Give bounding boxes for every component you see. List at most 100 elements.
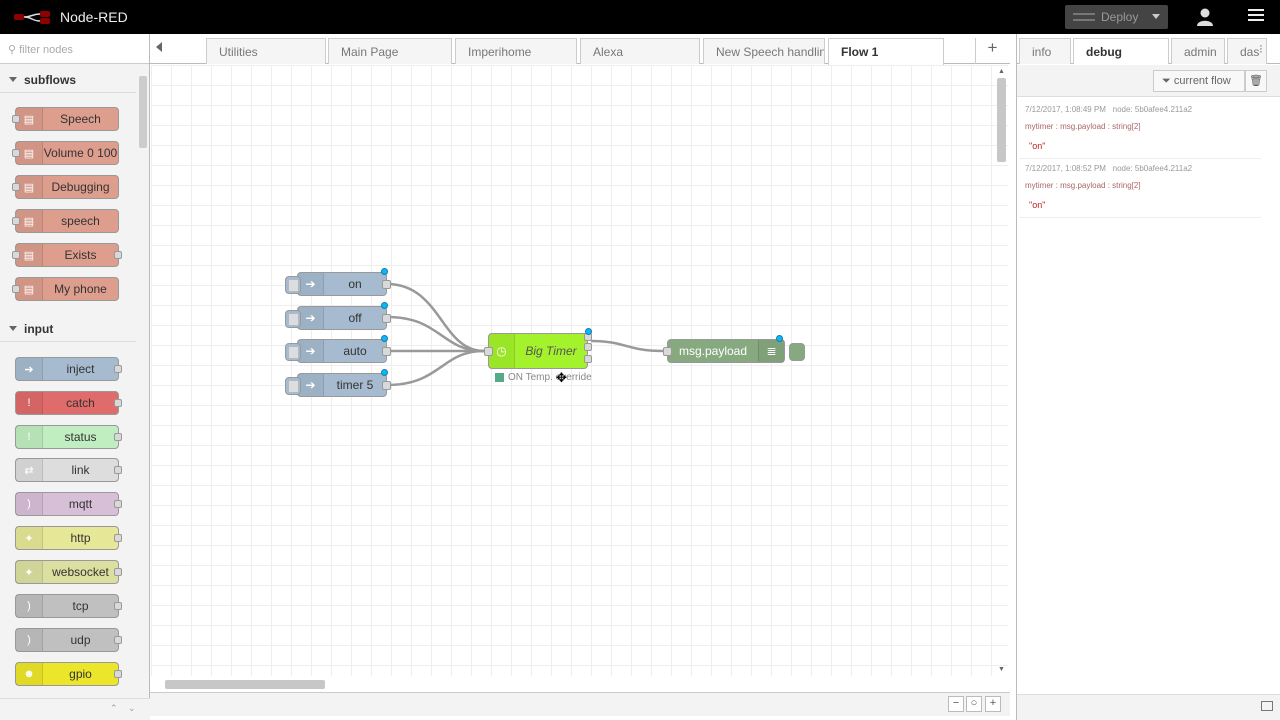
output-port[interactable] bbox=[382, 347, 391, 356]
tab-alexa[interactable]: Alexa bbox=[580, 38, 700, 64]
input-port bbox=[12, 285, 20, 293]
palette-node-http[interactable]: ✦http bbox=[15, 526, 122, 550]
sidebar-menu-icon[interactable]: ⁝ bbox=[1259, 42, 1263, 56]
clear-debug-button[interactable]: 🗑 bbox=[1245, 70, 1267, 92]
palette-node-link[interactable]: ⇄link bbox=[15, 458, 122, 482]
inject-node-off[interactable]: ➔off bbox=[285, 302, 391, 330]
output-port-3[interactable] bbox=[584, 355, 592, 363]
palette-node-websocket[interactable]: ✦websocket bbox=[15, 560, 122, 584]
popout-icon[interactable] bbox=[1261, 701, 1273, 711]
arrow-right-icon: ➔ bbox=[298, 273, 324, 295]
inject-node-label: off bbox=[348, 311, 362, 325]
node-palette: ⚲ filter nodes subflows ▤Speech ▤Volume 0 … bbox=[0, 34, 150, 720]
output-port[interactable] bbox=[382, 280, 391, 289]
inject-trigger-button[interactable] bbox=[285, 377, 301, 395]
palette-node-exists[interactable]: ▤Exists bbox=[12, 243, 122, 267]
palette-node-my-phone[interactable]: ▤My phone bbox=[12, 277, 119, 301]
inject-trigger-button[interactable] bbox=[285, 310, 301, 328]
inject-node-label: auto bbox=[343, 344, 367, 358]
sidebar-tab-das[interactable]: das bbox=[1227, 38, 1267, 64]
expand-all-icon[interactable]: ⌄ bbox=[128, 703, 136, 713]
output-port bbox=[114, 670, 122, 678]
inject-node-auto[interactable]: ➔auto bbox=[285, 335, 391, 363]
canvas-horizontal-scrollbar[interactable] bbox=[165, 680, 325, 689]
tab-imperihome[interactable]: Imperihome bbox=[455, 38, 577, 64]
tab-flow-1[interactable]: Flow 1 bbox=[828, 38, 944, 65]
input-port bbox=[12, 115, 20, 123]
palette-node-label: speech bbox=[61, 214, 100, 228]
output-port[interactable] bbox=[382, 314, 391, 323]
inject-trigger-button[interactable] bbox=[285, 343, 301, 361]
user-menu-button[interactable] bbox=[1194, 7, 1216, 27]
inject-trigger-button[interactable] bbox=[285, 276, 301, 294]
palette-search-input[interactable]: ⚲ filter nodes bbox=[0, 34, 149, 64]
deploy-icon bbox=[1073, 13, 1095, 21]
debug-message[interactable]: 7/12/2017, 1:08:52 PM node: 5b0afee4.211… bbox=[1019, 160, 1261, 218]
palette-node-mqtt[interactable]: )mqtt bbox=[15, 492, 122, 516]
debug-message-header: 7/12/2017, 1:08:52 PM node: 5b0afee4.211… bbox=[1025, 164, 1255, 173]
flow-canvas[interactable]: ➔on➔off➔auto➔timer 5 ◷ Big Timer ON Temp… bbox=[151, 65, 1008, 676]
trash-icon: 🗑 bbox=[1249, 75, 1263, 87]
collapse-all-icon[interactable]: ⌃ bbox=[110, 703, 118, 713]
palette-node-udp[interactable]: )udp bbox=[15, 628, 122, 652]
palette-node-gpio[interactable]: ☻gpio bbox=[15, 662, 122, 686]
palette-node-label: gpio bbox=[69, 667, 92, 681]
palette-scrollbar[interactable] bbox=[139, 68, 147, 688]
subflow-icon: ▤ bbox=[16, 210, 43, 232]
debug-filter-label: current flow bbox=[1173, 75, 1231, 87]
debug-toggle-button[interactable] bbox=[789, 343, 805, 361]
palette-node-speech[interactable]: ▤Speech bbox=[12, 107, 119, 131]
zoom-out-button[interactable]: − bbox=[948, 696, 964, 712]
output-port-2[interactable] bbox=[584, 343, 592, 351]
tab-scroll-left-icon[interactable] bbox=[156, 42, 162, 52]
palette-node-volume-0-100[interactable]: ▤Volume 0 100 bbox=[12, 141, 119, 165]
status-dot bbox=[495, 373, 504, 382]
debug-message[interactable]: 7/12/2017, 1:08:49 PM node: 5b0afee4.211… bbox=[1019, 101, 1261, 159]
deploy-button[interactable]: Deploy bbox=[1065, 5, 1168, 29]
sidebar-tab-debug[interactable]: debug bbox=[1073, 38, 1169, 64]
tab-utilities[interactable]: Utilities bbox=[206, 38, 326, 64]
palette-node-tcp[interactable]: )tcp bbox=[15, 594, 122, 618]
list-icon: ≣ bbox=[758, 340, 784, 362]
debug-message-node[interactable]: node: 5b0afee4.211a2 bbox=[1112, 105, 1193, 114]
sidebar-tab-info[interactable]: info bbox=[1019, 38, 1071, 64]
deploy-dropdown-icon[interactable] bbox=[1152, 14, 1160, 19]
input-port[interactable] bbox=[663, 347, 672, 356]
palette-node-label: udp bbox=[70, 633, 91, 647]
user-icon bbox=[1197, 8, 1213, 26]
palette-footer: ⌃ ⌄ bbox=[0, 698, 150, 720]
tab-main-page[interactable]: Main Page bbox=[328, 38, 452, 64]
debug-node[interactable]: msg.payload ≣ bbox=[663, 335, 805, 363]
inject-node-timer-5[interactable]: ➔timer 5 bbox=[285, 369, 391, 397]
palette-node-debugging[interactable]: ▤Debugging bbox=[12, 175, 119, 199]
changed-indicator bbox=[585, 328, 592, 335]
input-port[interactable] bbox=[484, 347, 493, 356]
palette-node-status[interactable]: !status bbox=[15, 425, 122, 449]
zoom-in-button[interactable]: + bbox=[985, 696, 1001, 712]
big-timer-label: Big Timer bbox=[525, 344, 577, 358]
vscroll-down-icon[interactable]: ▼ bbox=[998, 666, 1005, 673]
http-icon: ✦ bbox=[16, 527, 43, 549]
add-flow-button[interactable]: + bbox=[975, 38, 1009, 64]
main-menu-button[interactable] bbox=[1248, 9, 1264, 23]
palette-category-subflows[interactable]: subflows bbox=[0, 67, 136, 93]
inject-node-on[interactable]: ➔on bbox=[285, 268, 391, 296]
zoom-reset-button[interactable]: ○ bbox=[966, 696, 982, 712]
palette-node-inject[interactable]: ➔inject bbox=[15, 357, 122, 381]
tab-new-speech-handlin[interactable]: New Speech handlin bbox=[703, 38, 825, 64]
link-icon: ⇄ bbox=[16, 459, 43, 481]
palette-node-label: tcp bbox=[72, 599, 89, 613]
big-timer-node[interactable]: ◷ Big Timer bbox=[484, 328, 592, 369]
palette-node-catch[interactable]: !catch bbox=[15, 391, 122, 415]
canvas-vertical-scrollbar[interactable] bbox=[997, 78, 1006, 162]
debug-message-node[interactable]: node: 5b0afee4.211a2 bbox=[1112, 164, 1193, 173]
vscroll-up-icon[interactable]: ▲ bbox=[998, 68, 1005, 75]
debug-filter-button[interactable]: ⏷ current flow bbox=[1153, 70, 1245, 92]
palette-node-speech[interactable]: ▤ speech bbox=[12, 209, 119, 233]
palette-category-input[interactable]: input bbox=[0, 316, 136, 342]
output-port[interactable] bbox=[382, 381, 391, 390]
palette-search-placeholder: filter nodes bbox=[19, 44, 73, 56]
sidebar-tab-admin[interactable]: admin bbox=[1171, 38, 1225, 64]
